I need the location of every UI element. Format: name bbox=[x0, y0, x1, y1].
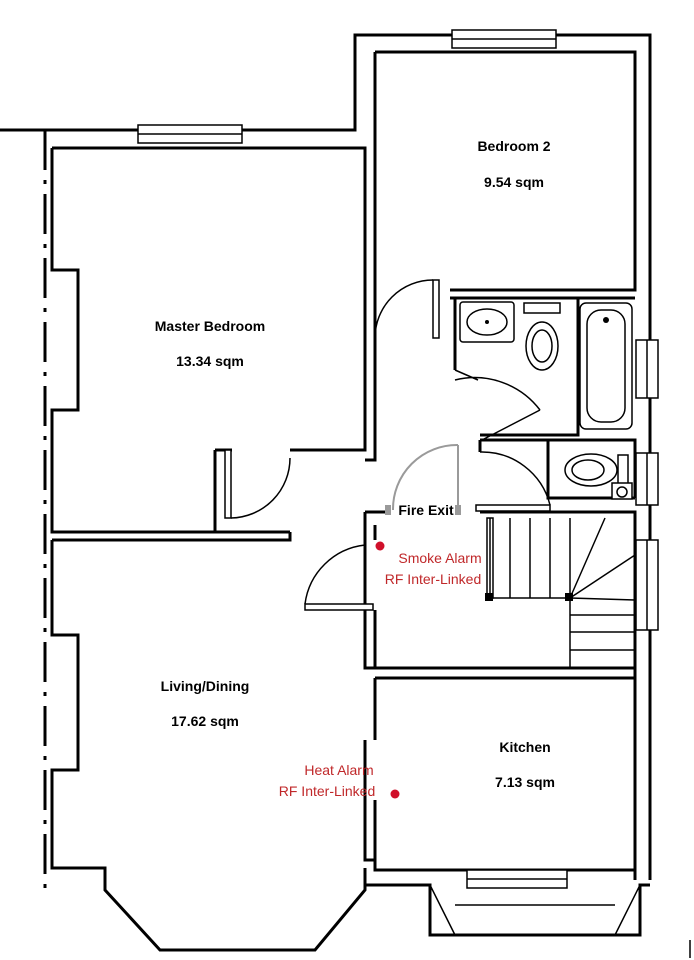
kitchen-name: Kitchen bbox=[499, 739, 550, 755]
heat-alarm-label: Heat Alarm bbox=[304, 762, 373, 778]
door-master bbox=[224, 449, 291, 519]
staircase bbox=[485, 517, 636, 668]
alarms: Smoke Alarm RF Inter-Linked Heat Alarm R… bbox=[279, 541, 482, 799]
window-top-bedroom2 bbox=[451, 29, 557, 49]
doors bbox=[224, 279, 551, 611]
window-bathroom bbox=[635, 339, 659, 399]
master-bedroom-area: 13.34 sqm bbox=[176, 353, 244, 369]
window-wc bbox=[635, 452, 659, 506]
fire-exit-label: Fire Exit bbox=[398, 502, 454, 518]
smoke-alarm-label: Smoke Alarm bbox=[398, 550, 481, 566]
smoke-alarm-marker bbox=[375, 541, 385, 551]
windows bbox=[137, 29, 659, 889]
heat-alarm-marker bbox=[390, 789, 400, 799]
smoke-alarm-sublabel: RF Inter-Linked bbox=[385, 571, 481, 587]
window-stairs bbox=[635, 539, 659, 631]
toilet-bathroom bbox=[523, 302, 561, 371]
bathroom-fixtures bbox=[459, 301, 633, 500]
door-bathroom bbox=[454, 369, 541, 441]
wc-basin bbox=[611, 482, 633, 500]
bedroom2-area: 9.54 sqm bbox=[484, 174, 544, 190]
heat-alarm-sublabel: RF Inter-Linked bbox=[279, 783, 375, 799]
walls bbox=[0, 33, 652, 952]
living-dining-name: Living/Dining bbox=[161, 678, 250, 694]
door-bedroom2 bbox=[374, 279, 440, 339]
window-kitchen bbox=[466, 869, 568, 889]
living-dining-area: 17.62 sqm bbox=[171, 713, 239, 729]
bathtub bbox=[579, 302, 633, 430]
toilet-wc bbox=[564, 453, 629, 487]
room-labels: Bedroom 2 9.54 sqm Master Bedroom 13.34 … bbox=[155, 138, 555, 790]
master-bedroom-name: Master Bedroom bbox=[155, 318, 265, 334]
window-top-master bbox=[137, 124, 243, 144]
door-fire-exit bbox=[385, 443, 461, 515]
basin bbox=[459, 301, 515, 343]
door-living bbox=[304, 544, 374, 611]
bedroom2-name: Bedroom 2 bbox=[477, 138, 550, 154]
door-wc bbox=[475, 451, 551, 512]
kitchen-area: 7.13 sqm bbox=[495, 774, 555, 790]
